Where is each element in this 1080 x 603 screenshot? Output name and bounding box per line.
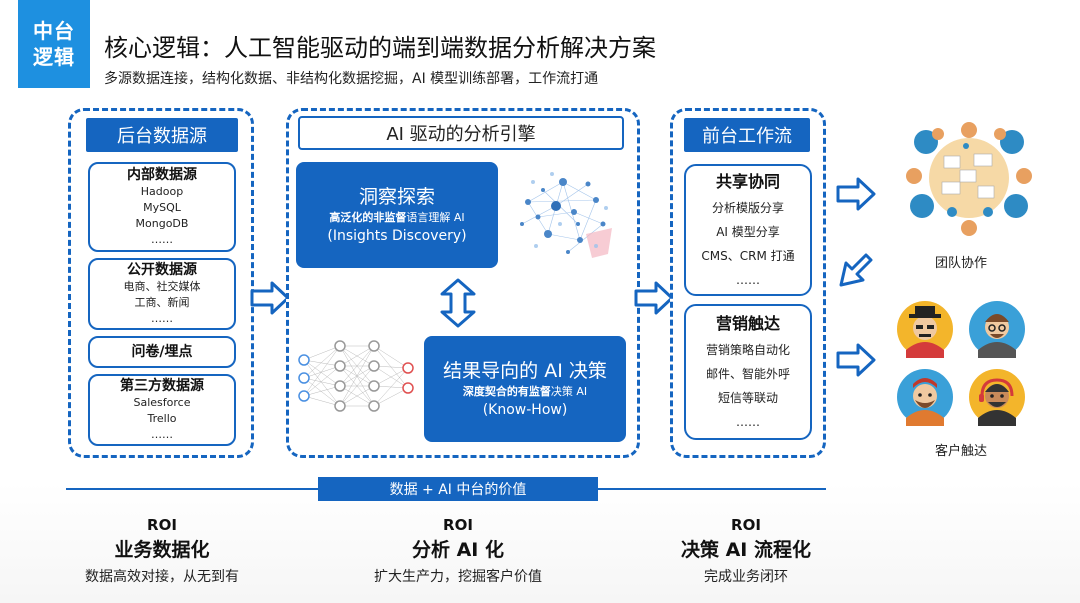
decision-english: (Know-How) (482, 402, 568, 418)
engine-panel-title: AI 驱动的分析引擎 (298, 116, 624, 150)
share-collab-item: 分析模版分享 (711, 201, 784, 215)
insight-sub-rest: 语言理解 AI (406, 211, 465, 224)
page-title: 核心逻辑：人工智能驱动的端到端数据分析解决方案 (104, 34, 656, 62)
roi-column-1: ROI 业务数据化 数据高效对接，从无到有 (42, 514, 282, 590)
internal-source-title: 内部数据源 (127, 167, 197, 183)
insight-discovery-box: 洞察探索 高泛化的非监督语言理解 AI (Insights Discovery) (296, 162, 498, 268)
decision-sub-bold: 深度契合的有监督 (462, 385, 551, 398)
page-subtitle: 多源数据连接，结构化数据、非结构化数据挖掘，AI 模型训练部署，工作流打通 (104, 71, 599, 87)
value-title: 数据 + AI 中台的价值 (318, 477, 598, 501)
roi-title: 分析 AI 化 (411, 539, 504, 561)
team-collab-label: 团队协作 (934, 256, 987, 271)
internal-source-item: …… (151, 233, 173, 246)
share-collab-item: AI 模型分享 (716, 225, 780, 239)
roi-label: ROI (443, 516, 473, 534)
arrow-right-icon (634, 281, 674, 315)
roi-description: 扩大生产力，挖掘客户价值 (374, 569, 542, 585)
internal-source-item: Hadoop (140, 185, 184, 198)
share-collab-item: CMS、CRM 打通 (701, 249, 795, 263)
third-party-source-title: 第三方数据源 (120, 378, 204, 394)
decision-title: 结果导向的 AI 决策 (443, 360, 607, 382)
roi-label: ROI (147, 516, 177, 534)
internal-source-item: MongoDB (135, 217, 189, 230)
avatar-icon (897, 301, 953, 358)
marketing-reach-title: 营销触达 (715, 314, 780, 333)
third-party-source-item: Salesforce (133, 396, 191, 409)
avatar-icon (969, 301, 1025, 358)
public-source-title: 公开数据源 (127, 262, 197, 278)
double-arrow-icon (440, 278, 476, 328)
insight-title: 洞察探索 (358, 186, 435, 208)
marketing-reach-item: …… (736, 415, 760, 429)
backend-panel-title: 后台数据源 (86, 118, 238, 152)
arrow-right-icon (250, 281, 290, 315)
roi-title: 业务数据化 (114, 539, 210, 561)
customer-reach-label: 客户触达 (934, 444, 987, 459)
insight-subtitle: 高泛化的非监督语言理解 AI (329, 210, 464, 226)
decision-sub-rest: 决策 AI (550, 385, 588, 398)
third-party-source-box: 第三方数据源 Salesforce Trello …… (88, 374, 236, 446)
arrow-right-icon (836, 343, 876, 377)
marketing-reach-item: 短信等联动 (717, 391, 778, 405)
neural-network-icon (298, 340, 414, 412)
arrow-left-down-icon (839, 253, 873, 287)
share-collab-box: 共享协同 分析模版分享 AI 模型分享 CMS、CRM 打通 …… (684, 164, 812, 296)
frontend-panel-title: 前台工作流 (684, 118, 810, 152)
internal-source-box: 内部数据源 Hadoop MySQL MongoDB …… (88, 162, 236, 252)
third-party-source-item: Trello (147, 412, 177, 425)
badge-line-1: 中台 (33, 19, 75, 43)
roi-column-2: ROI 分析 AI 化 扩大生产力，挖掘客户价值 (338, 514, 578, 590)
public-source-item: 电商、社交媒体 (123, 280, 201, 293)
survey-source-box: 问卷/埋点 (88, 336, 236, 368)
share-collab-title: 共享协同 (715, 172, 780, 191)
public-source-item: 工商、新闻 (134, 296, 190, 309)
network-graph-icon (520, 172, 612, 258)
avatar-icon (897, 369, 953, 426)
marketing-reach-item: 营销策略自动化 (705, 343, 790, 357)
arrow-right-icon (836, 177, 876, 211)
insight-english: (Insights Discovery) (327, 228, 467, 244)
marketing-reach-item: 邮件、智能外呼 (705, 367, 790, 381)
avatar-icon (969, 369, 1025, 426)
third-party-source-item: …… (151, 428, 173, 441)
public-source-box: 公开数据源 电商、社交媒体 工商、新闻 …… (88, 258, 236, 330)
roi-column-3: ROI 决策 AI 流程化 完成业务闭环 (626, 514, 866, 590)
roi-label: ROI (731, 516, 761, 534)
survey-source-title: 问卷/埋点 (131, 344, 193, 360)
decision-subtitle: 深度契合的有监督决策 AI (463, 384, 587, 400)
team-meeting-icon (906, 122, 1032, 236)
public-source-item: …… (151, 312, 173, 325)
marketing-reach-box: 营销触达 营销策略自动化 邮件、智能外呼 短信等联动 …… (684, 304, 812, 440)
internal-source-item: MySQL (143, 201, 181, 214)
section-badge: 中台 逻辑 (18, 0, 90, 88)
badge-line-2: 逻辑 (33, 45, 75, 69)
share-collab-item: …… (736, 273, 760, 287)
ai-decision-box: 结果导向的 AI 决策 深度契合的有监督决策 AI (Know-How) (424, 336, 626, 442)
roi-description: 数据高效对接，从无到有 (85, 569, 239, 585)
roi-description: 完成业务闭环 (704, 569, 788, 585)
roi-title: 决策 AI 流程化 (680, 539, 811, 561)
insight-sub-bold: 高泛化的非监督 (329, 211, 407, 224)
